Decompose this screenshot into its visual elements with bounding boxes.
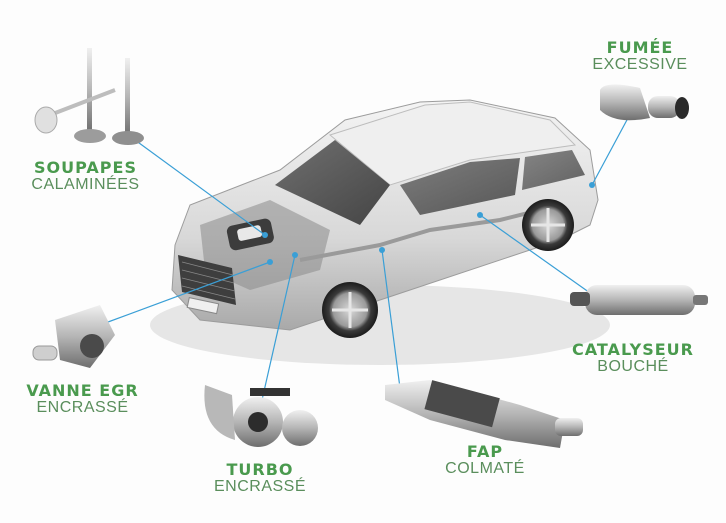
connector-lines bbox=[107, 117, 629, 401]
catalytic-converter-part bbox=[570, 285, 708, 315]
label-title: TURBO bbox=[226, 460, 294, 479]
label-catalyseur: CATALYSEUR BOUCHÉ bbox=[540, 340, 726, 376]
car-body bbox=[171, 99, 599, 338]
label-subtitle: ENCRASSÉ bbox=[36, 398, 129, 416]
label-soupapes: SOUPAPES CALAMINÉES bbox=[8, 158, 163, 194]
exhaust-tip-part bbox=[600, 84, 689, 121]
label-fap: FAP COLMATÉ bbox=[410, 442, 560, 478]
egr-valve-part bbox=[32, 305, 115, 368]
label-subtitle: EXCESSIVE bbox=[592, 55, 688, 73]
valves-part bbox=[34, 48, 144, 145]
label-subtitle: BOUCHÉ bbox=[597, 357, 669, 375]
label-subtitle: CALAMINÉES bbox=[31, 175, 140, 193]
label-title: VANNE EGR bbox=[26, 381, 139, 400]
label-vanne-egr: VANNE EGR ENCRASSÉ bbox=[0, 381, 165, 417]
label-subtitle: COLMATÉ bbox=[445, 459, 525, 477]
particulate-filter-part bbox=[385, 380, 583, 448]
turbocharger-part bbox=[204, 385, 318, 447]
label-title: FUMÉE bbox=[606, 38, 674, 57]
label-turbo: TURBO ENCRASSÉ bbox=[185, 460, 335, 496]
label-title: CATALYSEUR bbox=[572, 340, 694, 359]
label-title: SOUPAPES bbox=[34, 158, 137, 177]
label-fumee: FUMÉE EXCESSIVE bbox=[565, 38, 715, 74]
label-subtitle: ENCRASSÉ bbox=[213, 477, 307, 495]
label-title: FAP bbox=[466, 442, 504, 461]
